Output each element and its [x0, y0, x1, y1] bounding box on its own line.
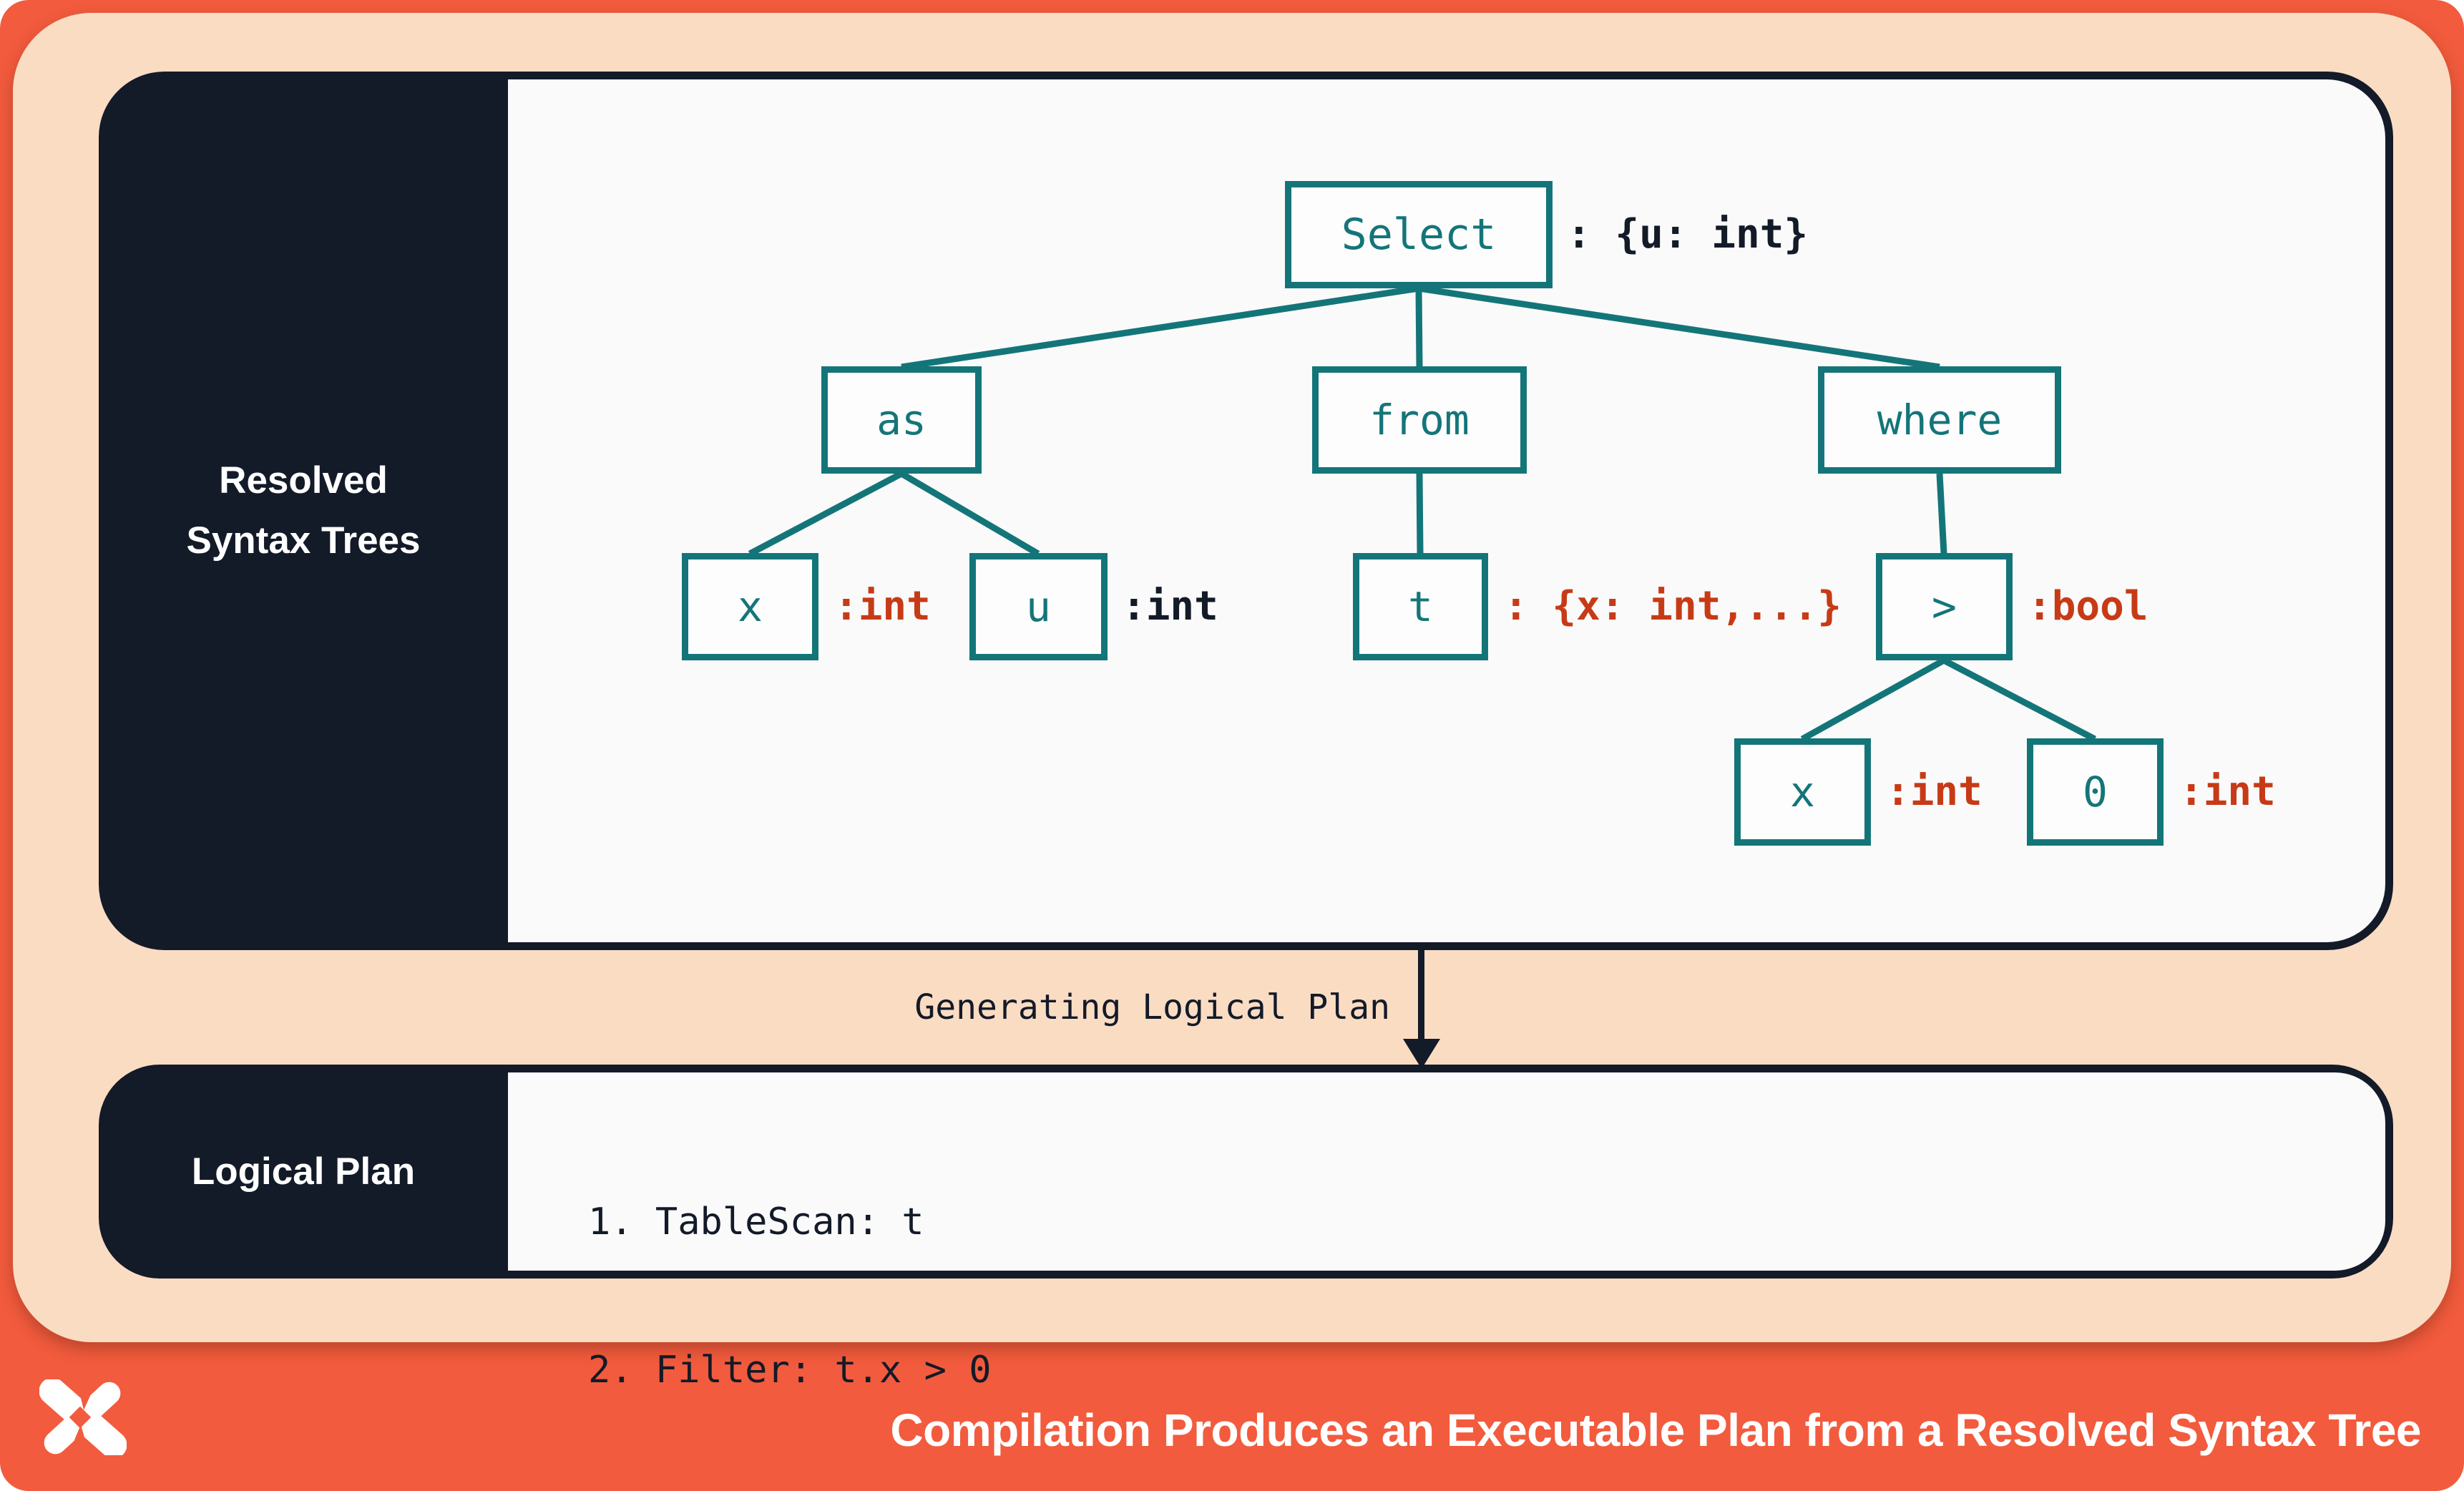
type-annotation-greater-than: :bool [2028, 583, 2148, 630]
generating-logical-plan-label: Generating Logical Plan [914, 987, 1390, 1027]
type-annotation-x-cond: :int [1886, 768, 1983, 815]
logical-plan-area [508, 1072, 2385, 1271]
edge-select-where [1418, 285, 1940, 371]
edge-from-t [1416, 473, 1424, 554]
type-annotation-t: : {x: int,...} [1504, 583, 1842, 630]
logical-plan-step-1: 1. TableScan: t [588, 1201, 924, 1243]
main-card: Resolved Syntax Trees Select as [13, 13, 2451, 1392]
panel-label-line2: Syntax Trees [186, 519, 421, 562]
type-annotation-zero: :int [2179, 768, 2276, 815]
type-annotation-select: : {u: int} [1567, 211, 1809, 258]
tree-node-greater-than: > [1876, 553, 2013, 660]
edge-select-as [901, 285, 1419, 371]
tree-node-x-as: x [682, 553, 818, 660]
type-annotation-x-as: :int [834, 583, 931, 630]
edge-as-u [899, 471, 1040, 557]
panel-label-line1: Resolved [219, 459, 388, 502]
tree-node-t: t [1353, 553, 1488, 660]
edge-gt-zero [1942, 657, 2097, 742]
edge-as-x [748, 471, 904, 557]
dolt-logo [39, 1379, 127, 1455]
tree-node-zero: 0 [2027, 738, 2164, 846]
edge-gt-x [1800, 657, 1946, 742]
logical-plan-step-2: 2. Filter: t.x > 0 [588, 1349, 992, 1392]
tree-node-where: where [1818, 366, 2061, 474]
tree-node-from: from [1312, 366, 1527, 474]
down-arrow-head [1403, 1039, 1440, 1069]
tree-node-u: u [969, 553, 1108, 660]
edge-where-gt [1936, 473, 1947, 554]
tree-edges [748, 285, 2097, 742]
footer-title: Compilation Produces an Executable Plan … [890, 1404, 2421, 1456]
resolved-syntax-trees-panel: Resolved Syntax Trees Select as [99, 72, 2393, 950]
tree-node-x-cond: x [1734, 738, 1871, 846]
tree-node-as: as [821, 366, 982, 474]
type-annotation-u: :int [1122, 583, 1218, 630]
down-arrow-shaft [1418, 950, 1424, 1040]
panel-label-logical-plan: Logical Plan [191, 1150, 416, 1193]
tree-node-select: Select [1285, 181, 1553, 288]
logical-plan-steps: 1. TableScan: t 2. Filter: t.x > 0 3. Pr… [588, 1099, 1103, 1491]
logical-plan-panel: Logical Plan 1. TableScan: t 2. Filter: … [99, 1065, 2393, 1392]
panel-label-resolved-syntax-trees: Resolved Syntax Trees [99, 72, 508, 950]
